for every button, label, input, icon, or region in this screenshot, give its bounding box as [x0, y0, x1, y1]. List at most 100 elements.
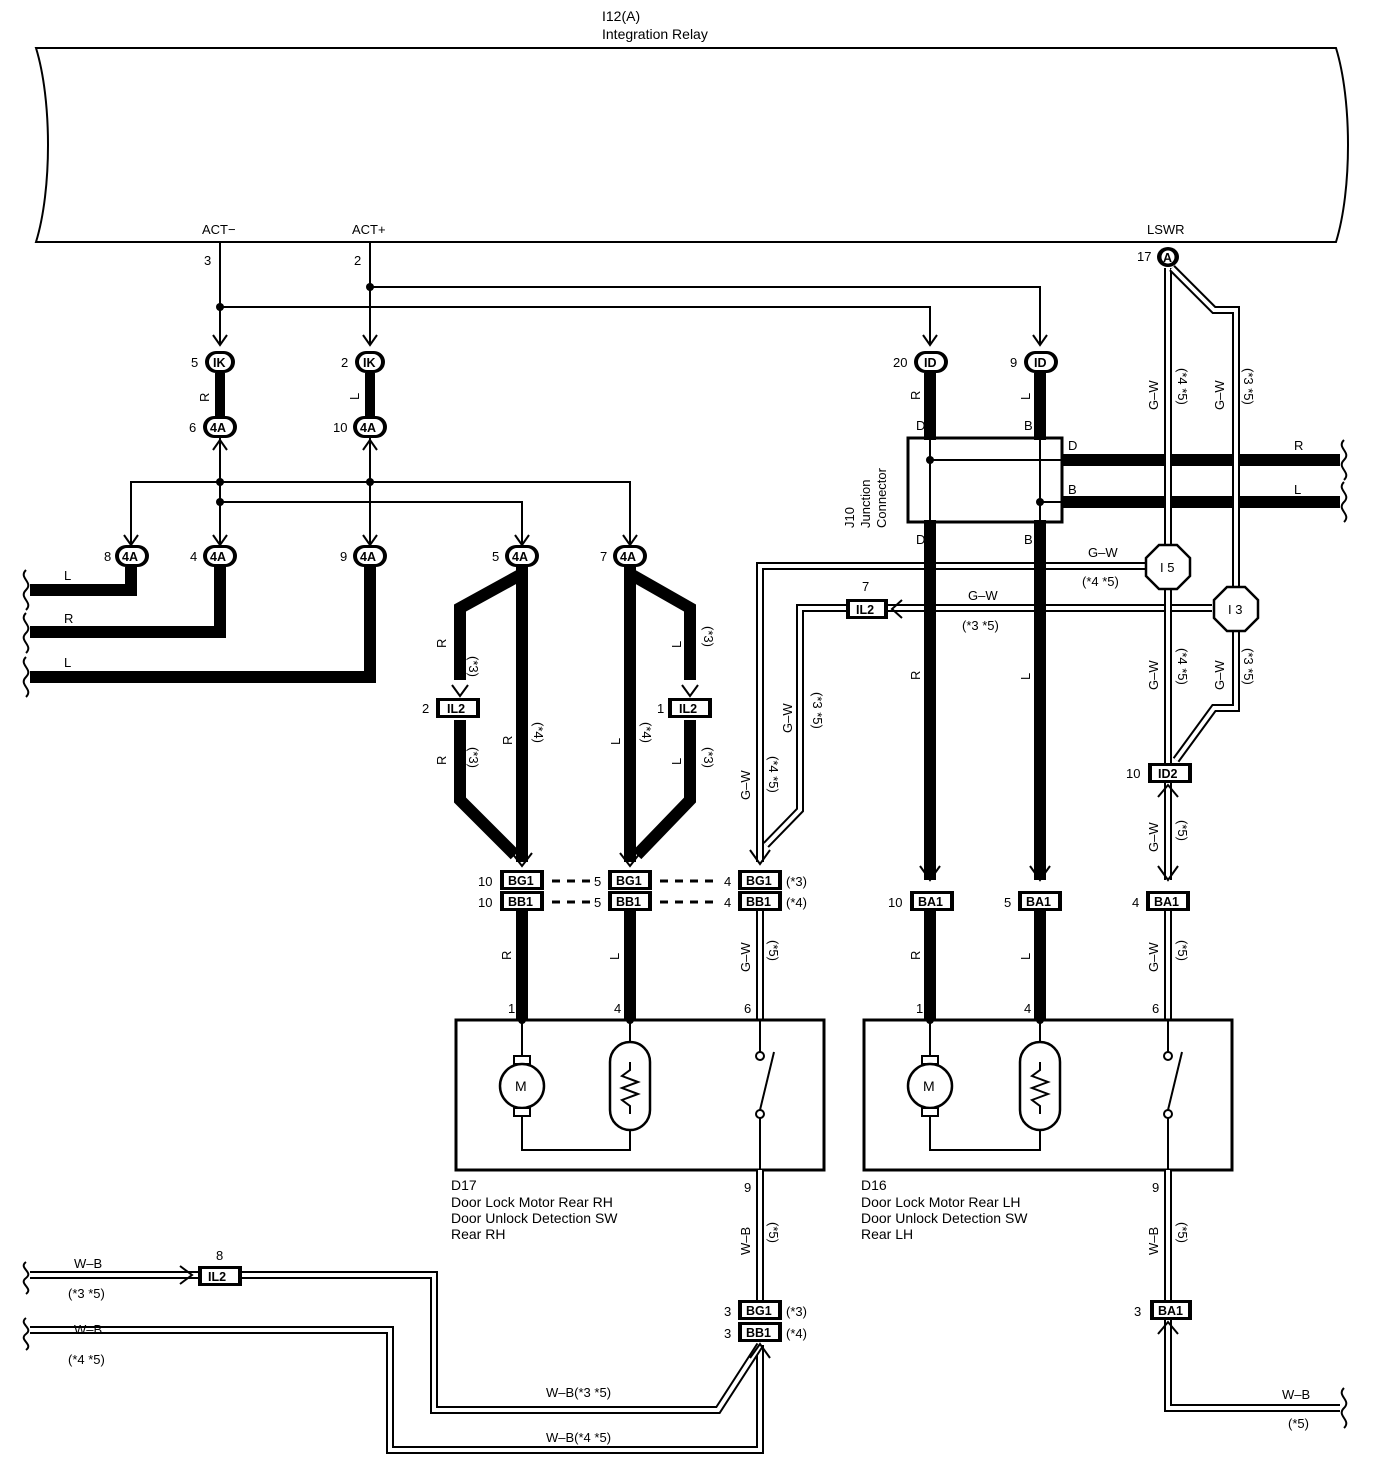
svg-text:W–B(*3 *5): W–B(*3 *5): [546, 1385, 611, 1400]
svg-text:6: 6: [1152, 1001, 1159, 1016]
svg-text:(*4 *5): (*4 *5): [68, 1352, 105, 1367]
splice-i3: [1212, 585, 1260, 633]
svg-text:(*3 *5): (*3 *5): [962, 618, 999, 633]
svg-text:J10: J10: [842, 507, 857, 528]
relay-name: Integration Relay: [602, 26, 708, 42]
svg-text:(*5): (*5): [766, 1222, 781, 1243]
svg-text:R: R: [64, 611, 73, 626]
svg-text:ID: ID: [1034, 356, 1047, 370]
svg-text:D: D: [1068, 438, 1077, 453]
svg-text:10: 10: [888, 895, 902, 910]
svg-text:L: L: [1018, 393, 1033, 400]
svg-text:L: L: [607, 953, 622, 960]
svg-text:8: 8: [104, 549, 111, 564]
svg-text:(*3): (*3): [466, 656, 481, 677]
svg-text:10: 10: [478, 895, 492, 910]
svg-text:L: L: [1018, 673, 1033, 680]
terminal-lswr: LSWR: [1147, 222, 1185, 237]
svg-text:B: B: [1024, 532, 1033, 547]
svg-text:1: 1: [657, 701, 664, 716]
svg-text:G–W: G–W: [1212, 660, 1227, 690]
svg-text:6: 6: [744, 1001, 751, 1016]
svg-text:(*3 *5): (*3 *5): [68, 1286, 105, 1301]
svg-text:5: 5: [1004, 895, 1011, 910]
svg-text:4A: 4A: [210, 421, 226, 435]
ik-4a-connectors: IK IK 5 2 R L 4A 4A 6 10: [123, 351, 638, 547]
svg-text:(*4 *5): (*4 *5): [1082, 574, 1119, 589]
4a-lower-row: 4A 4A 4A 4A 4A 8 4 9 5 7: [104, 545, 647, 567]
svg-text:(*3): (*3): [701, 626, 716, 647]
svg-text:5: 5: [594, 895, 601, 910]
svg-text:4A: 4A: [210, 550, 226, 564]
svg-text:R: R: [434, 756, 449, 765]
svg-text:4: 4: [1024, 1001, 1031, 1016]
svg-text:ID2: ID2: [1158, 767, 1178, 781]
svg-text:5: 5: [594, 874, 601, 889]
svg-text:R: R: [499, 951, 514, 960]
svg-text:10: 10: [1126, 766, 1140, 781]
svg-text:IL2: IL2: [208, 1270, 226, 1284]
terminal-act-minus: ACT−: [202, 222, 236, 237]
svg-text:W–B: W–B: [74, 1322, 102, 1337]
svg-text:BA1: BA1: [1154, 895, 1179, 909]
svg-text:G–W: G–W: [1146, 380, 1161, 410]
svg-text:1: 1: [508, 1001, 515, 1016]
pin-act-plus: 2: [354, 253, 361, 268]
svg-text:L: L: [64, 568, 71, 583]
svg-text:L: L: [1018, 953, 1033, 960]
svg-text:4: 4: [190, 549, 197, 564]
svg-text:B: B: [1068, 482, 1077, 497]
svg-text:Door Unlock Detection SW: Door Unlock Detection SW: [451, 1210, 618, 1226]
svg-text:R: R: [434, 639, 449, 648]
svg-text:ID: ID: [924, 356, 937, 370]
svg-text:R: R: [908, 671, 923, 680]
svg-text:G–W: G–W: [1146, 942, 1161, 972]
svg-text:G–W: G–W: [1146, 822, 1161, 852]
svg-text:BG1: BG1: [746, 874, 772, 888]
gw-wires: IL2 7 G–W (*4 *5) G–W (*3 *5) G–W (*4 *5…: [738, 545, 1212, 866]
svg-text:BB1: BB1: [746, 1326, 771, 1340]
d17-lower-wires: R L G–W (*5) 1 4 6: [499, 911, 781, 1020]
svg-text:(*4 *5): (*4 *5): [1175, 648, 1190, 685]
svg-text:R: R: [197, 393, 212, 402]
svg-text:5: 5: [492, 549, 499, 564]
svg-text:L: L: [347, 393, 362, 400]
svg-text:L: L: [669, 758, 684, 765]
svg-text:BG1: BG1: [746, 1304, 772, 1318]
svg-text:3: 3: [724, 1326, 731, 1341]
svg-text:6: 6: [189, 420, 196, 435]
pin-lswr: 17: [1137, 249, 1151, 264]
svg-text:Door Lock Motor Rear LH: Door Lock Motor Rear LH: [861, 1194, 1021, 1210]
svg-text:R: R: [908, 391, 923, 400]
svg-text:BG1: BG1: [508, 874, 534, 888]
svg-text:I 3: I 3: [1228, 602, 1242, 617]
svg-text:Connector: Connector: [874, 467, 889, 528]
ba1-connectors: BA1 BA1 BA1 10 5 4: [888, 891, 1190, 911]
svg-text:4: 4: [724, 874, 731, 889]
svg-text:BA1: BA1: [1026, 895, 1051, 909]
svg-text:W–B: W–B: [74, 1256, 102, 1271]
d16-lower-wires: R L G–W (*5) 1 4 6: [908, 911, 1190, 1020]
svg-text:4: 4: [614, 1001, 621, 1016]
svg-text:(*4 *5): (*4 *5): [1175, 368, 1190, 405]
lswr-wires: G–W (*4 *5) G–W (*3 *5) G–W (*4 *5) G–W …: [1126, 265, 1260, 882]
d17-ground: W–B (*5) BG1 BB1 3 3 (*3) (*4) IL2 8 W–B…: [22, 1170, 807, 1454]
connector-a-label: A: [1163, 251, 1172, 265]
d16-harness: ID ID 20 9 R L D B J10 Junction Connecto…: [842, 351, 1348, 882]
svg-text:IL2: IL2: [679, 702, 697, 716]
svg-text:G–W: G–W: [1146, 660, 1161, 690]
d17-component: M 9 D17 Door Lock Motor Rear RH Door Unl…: [451, 1016, 826, 1242]
svg-text:L: L: [1294, 482, 1301, 497]
svg-text:(*4): (*4): [531, 722, 546, 743]
svg-text:(*4): (*4): [639, 722, 654, 743]
svg-text:(*3): (*3): [701, 747, 716, 768]
svg-text:L: L: [669, 641, 684, 648]
svg-text:20: 20: [893, 355, 907, 370]
svg-text:Door Unlock Detection SW: Door Unlock Detection SW: [861, 1210, 1028, 1226]
svg-text:9: 9: [1010, 355, 1017, 370]
svg-text:9: 9: [1152, 1180, 1159, 1195]
svg-text:BB1: BB1: [746, 895, 771, 909]
svg-text:4A: 4A: [512, 550, 528, 564]
svg-text:(*5): (*5): [1175, 820, 1190, 841]
